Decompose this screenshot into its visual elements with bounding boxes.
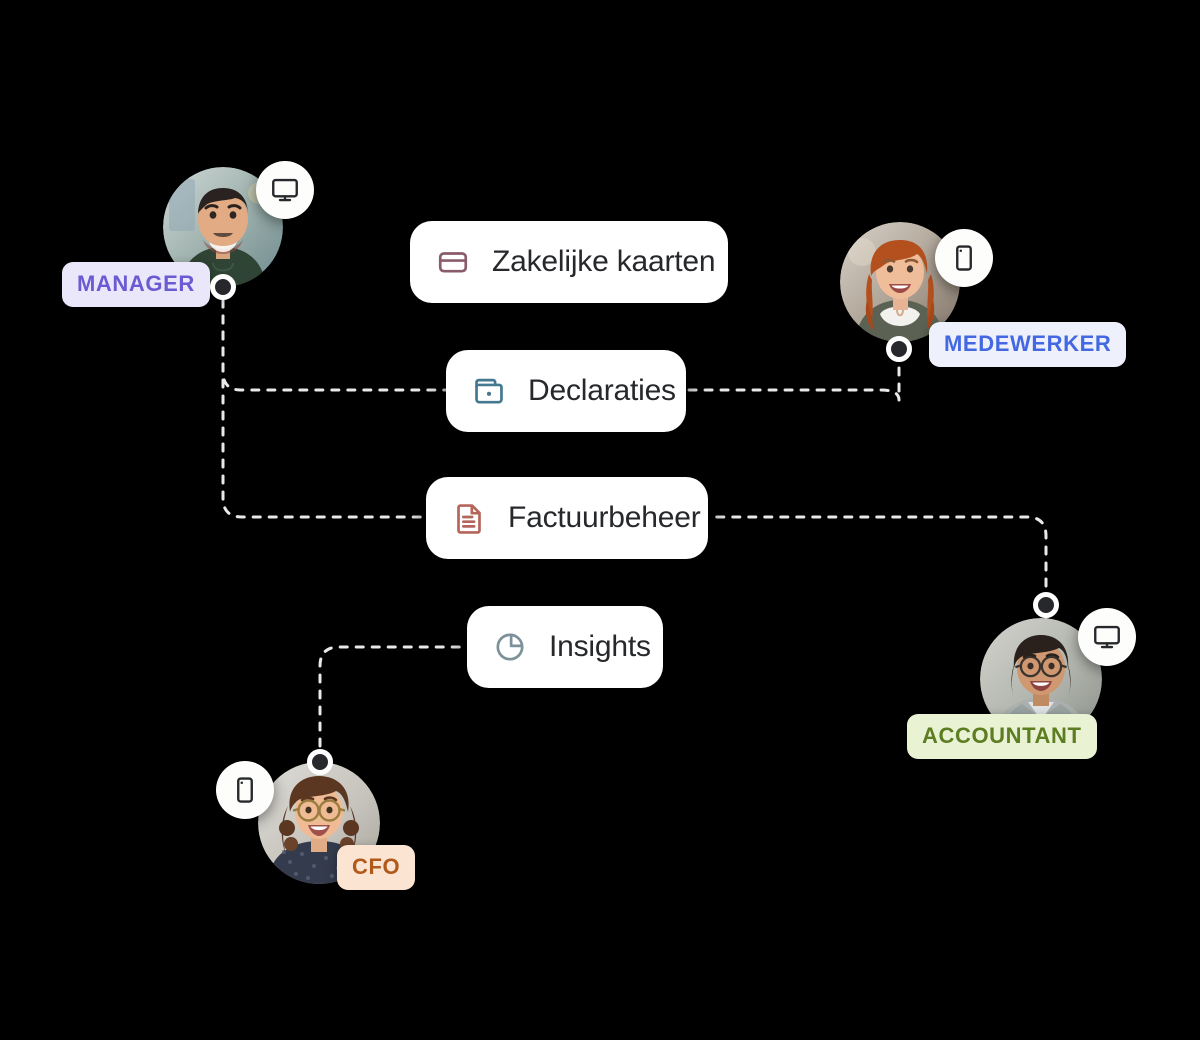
wire-manager-factuurbeheer bbox=[221, 298, 428, 519]
device-badge-manager bbox=[256, 161, 314, 219]
wire-accountant-factuurbeheer bbox=[706, 515, 1048, 620]
wire-cfo-insights bbox=[318, 645, 469, 764]
document-icon bbox=[457, 504, 481, 534]
feature-label: Factuurbeheer bbox=[508, 501, 701, 534]
desktop-icon bbox=[272, 178, 298, 202]
wallet-icon bbox=[475, 378, 503, 404]
feature-card-zakelijke-kaarten[interactable]: Zakelijke kaarten bbox=[410, 221, 728, 303]
mobile-icon bbox=[237, 777, 253, 803]
wire-medewerker-declaraties bbox=[684, 366, 901, 401]
device-badge-accountant bbox=[1078, 608, 1136, 666]
desktop-icon bbox=[1094, 625, 1120, 649]
feature-label: Zakelijke kaarten bbox=[492, 245, 716, 278]
connector-node-medewerker bbox=[886, 336, 912, 362]
feature-card-declaraties[interactable]: Declaraties bbox=[446, 350, 686, 432]
pie-chart-icon bbox=[496, 633, 524, 661]
connector-node-manager bbox=[210, 274, 236, 300]
connector-node-accountant bbox=[1033, 592, 1059, 618]
role-chip-medewerker: MEDEWERKER bbox=[929, 322, 1127, 367]
role-chip-cfo: CFO bbox=[337, 845, 416, 890]
device-badge-cfo bbox=[216, 761, 274, 819]
connector-node-cfo bbox=[307, 749, 333, 775]
role-chip-manager: MANAGER bbox=[62, 262, 210, 307]
credit-card-icon bbox=[438, 252, 468, 273]
mobile-icon bbox=[956, 245, 972, 271]
role-chip-accountant: ACCOUNTANT bbox=[907, 714, 1097, 759]
feature-label: Insights bbox=[549, 630, 651, 663]
feature-card-insights[interactable]: Insights bbox=[467, 606, 663, 688]
feature-card-factuurbeheer[interactable]: Factuurbeheer bbox=[426, 477, 708, 559]
feature-label: Declaraties bbox=[528, 374, 676, 407]
device-badge-medewerker bbox=[935, 229, 993, 287]
wire-manager-declaraties bbox=[221, 298, 448, 392]
